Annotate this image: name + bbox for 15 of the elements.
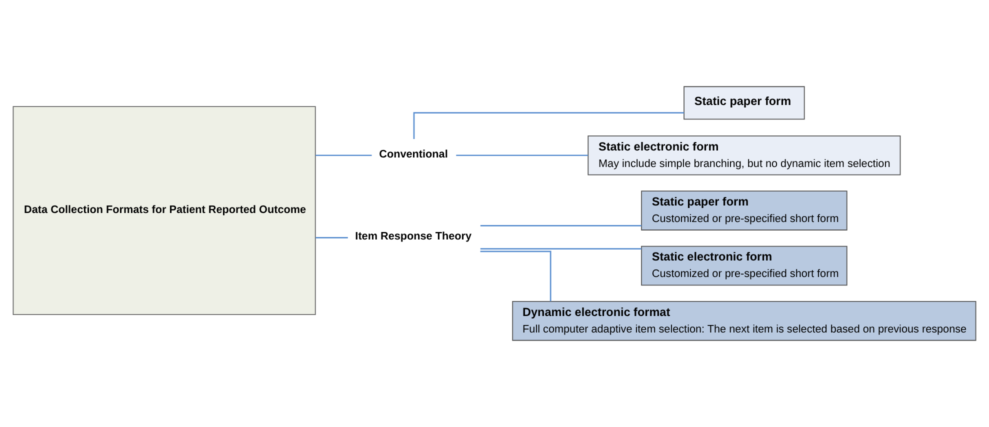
connector bbox=[480, 225, 642, 226]
node-text: Conventional bbox=[379, 148, 448, 160]
node-box: Static electronic form May include simple branching, but no dynamic item selection bbox=[588, 135, 901, 176]
node-box: Dynamic electronic format Full computer adaptive item selection: The next item is selected based on previous response bbox=[512, 301, 976, 341]
node-box: Static electronic form Customized or pre-specified short form bbox=[641, 246, 848, 286]
connector bbox=[316, 237, 348, 238]
connector bbox=[480, 248, 642, 250]
connector bbox=[413, 112, 684, 140]
node-box: Data Collection Formats for Patient Reported Outcome bbox=[12, 106, 316, 316]
connector bbox=[316, 154, 372, 156]
connector bbox=[456, 154, 588, 156]
node-text: Item Response Theory bbox=[355, 230, 472, 243]
node-box: Static paper form bbox=[684, 86, 805, 120]
connector bbox=[480, 250, 552, 302]
node-box: Static paper form Customized or pre-specified short form bbox=[641, 190, 848, 230]
